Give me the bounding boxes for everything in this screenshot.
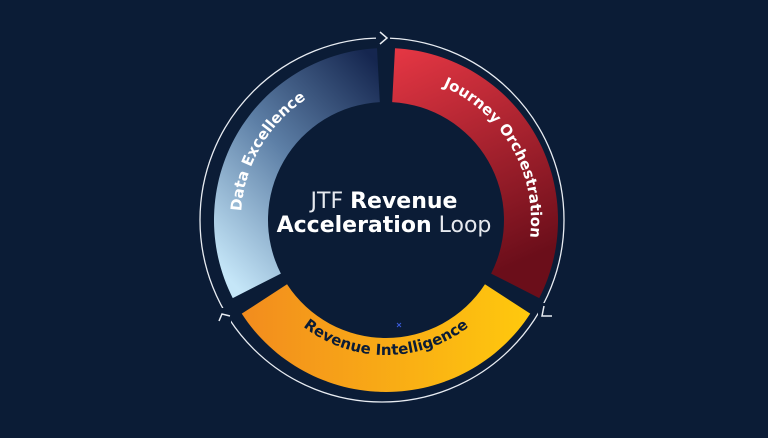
segment-data-excellence [213,48,380,299]
title-line-2: Acceleration Loop [277,213,492,238]
chevron-right-icon [376,30,390,45]
segment-journey-orchestration [392,48,558,299]
cross-mark-icon [396,322,402,328]
chevron-up-icon [215,308,231,324]
title-line-1: JTF Revenue [309,189,458,214]
segment-revenue-intelligence [241,284,531,392]
chevron-down-left-icon [538,303,554,319]
